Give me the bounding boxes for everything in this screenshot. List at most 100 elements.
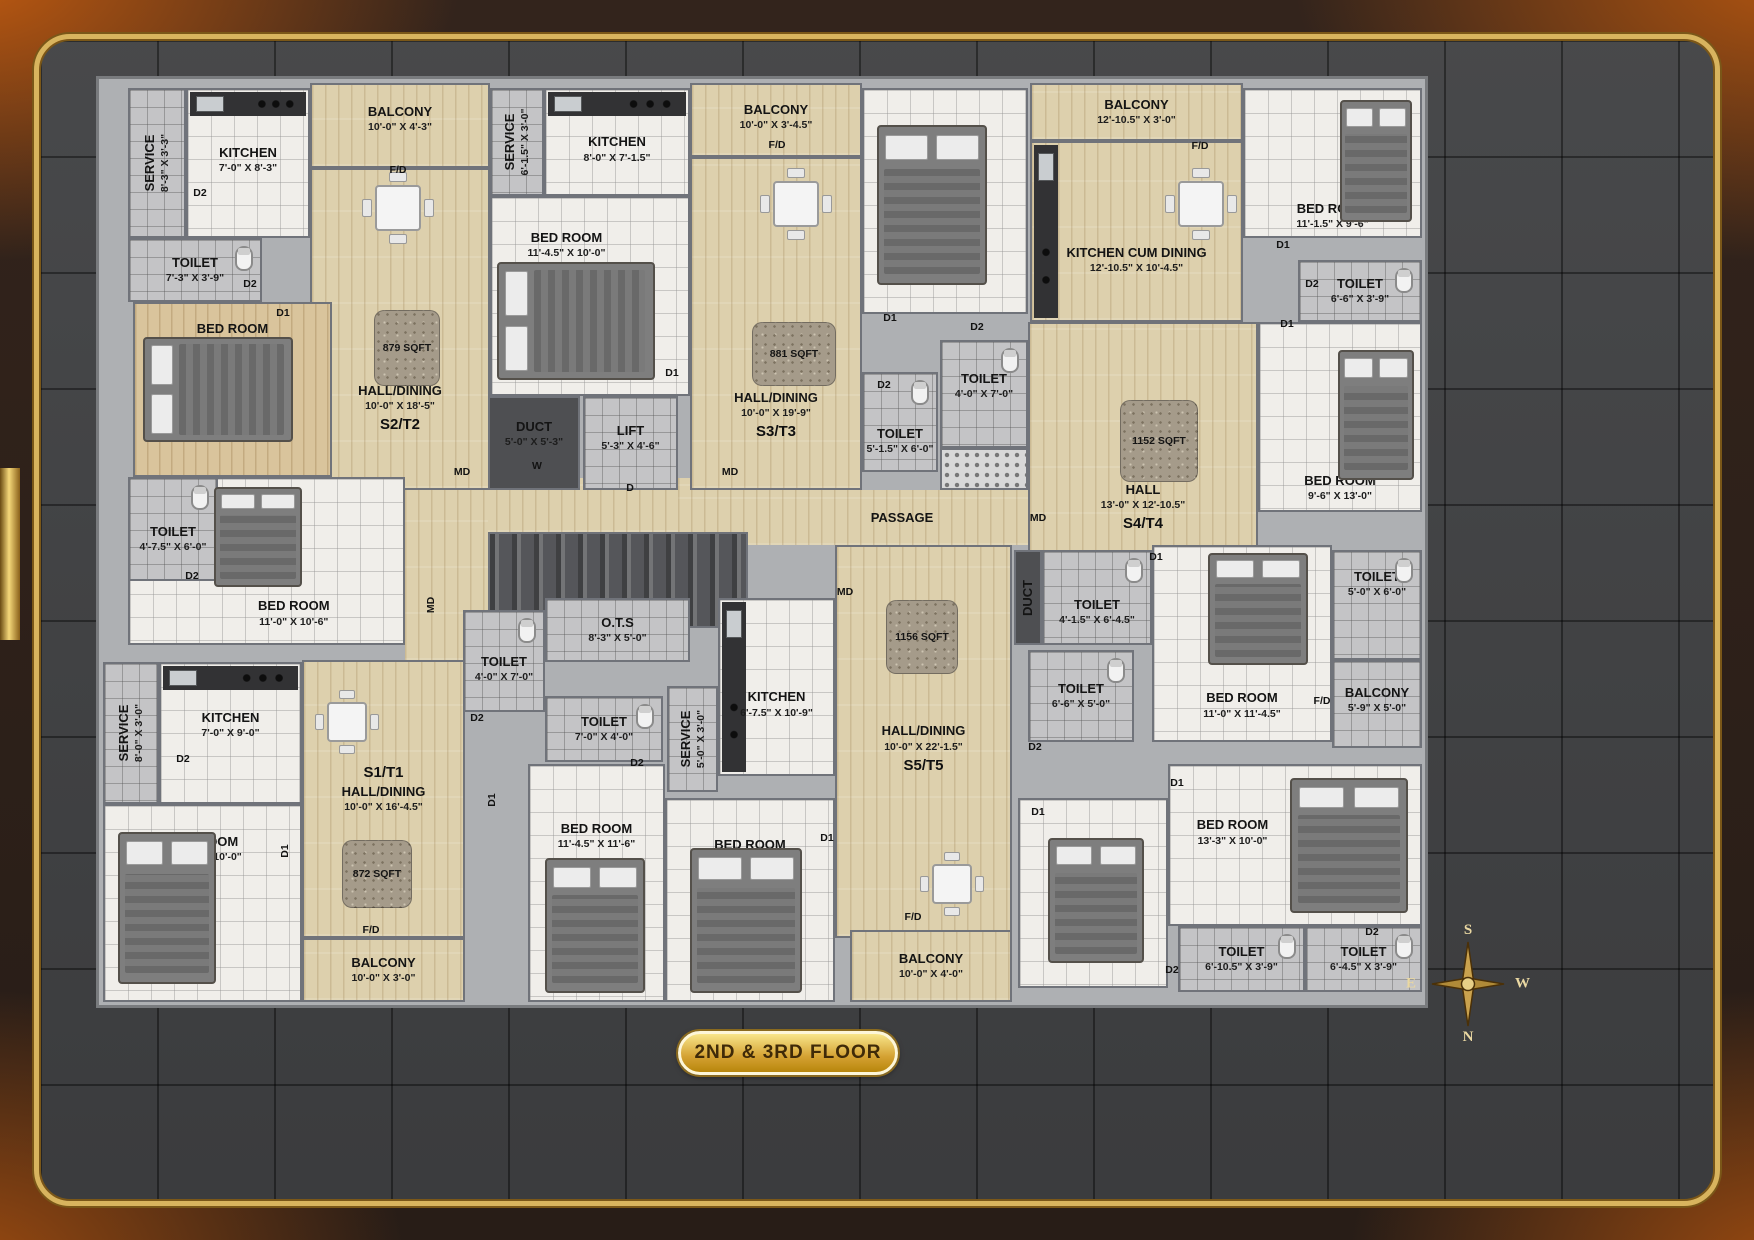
table-top (374, 184, 422, 232)
pillow (221, 493, 255, 510)
chair (1191, 229, 1211, 240)
compass-letter-bottom: N (1462, 1029, 1474, 1045)
pillow (170, 841, 209, 866)
room-dims-text: 10'-0" X 3'-4.5" (739, 118, 813, 131)
table-icon (760, 168, 832, 240)
blanket (124, 873, 210, 974)
door-label: D2 (630, 757, 644, 769)
kitchen-counter-icon (163, 666, 298, 690)
room-dims-text: 13'-3" X 10'-0" (1197, 834, 1268, 847)
kitchen-counter-icon (1034, 145, 1058, 318)
room-label: BALCONY 10'-0" X 3'-0" (351, 955, 415, 985)
bed-icon (545, 858, 645, 993)
blanket (1343, 386, 1409, 471)
room-name-text: HALL/DINING (734, 389, 818, 405)
chair (338, 745, 356, 754)
door-label: F/D (362, 924, 380, 936)
pillow (885, 134, 928, 160)
room-name-text: BALCONY (743, 101, 809, 117)
room-name-text: SERVICE (141, 134, 157, 192)
table-icon (1165, 168, 1237, 240)
room-name-text: BALCONY (351, 954, 416, 970)
toilet-icon (1125, 558, 1143, 583)
room-name-text: TOILET (172, 254, 218, 270)
chair (821, 194, 832, 214)
floor-title: 2ND & 3RD FLOOR (694, 1042, 882, 1063)
room-dims-text: 6'-1.5" X 3'-0" (519, 108, 532, 176)
room-name-text: TOILET (1340, 943, 1387, 959)
door-label: W (532, 460, 542, 472)
door-label: D2 (193, 187, 207, 199)
sqft-tag: 881 SQFT (752, 322, 836, 386)
compass-letter-right: W (1515, 975, 1530, 992)
room-corridor-southwest (405, 478, 488, 660)
blanket (697, 888, 795, 983)
pillow (505, 270, 529, 317)
pillow (1298, 786, 1345, 808)
bed-icon (118, 832, 216, 984)
door-label: D2 (1165, 964, 1179, 976)
kitchen-counter-icon (190, 92, 306, 116)
pillow (750, 857, 794, 880)
door-label: MD (425, 596, 437, 614)
room-name-text: TOILET (150, 523, 196, 539)
room-dims-text: 4'-1.5" X 6'-4.5" (1059, 614, 1135, 627)
door-label: D1 (665, 367, 679, 379)
pillow (698, 857, 742, 880)
door-label: D1 (820, 832, 834, 844)
door-label: D2 (176, 753, 190, 765)
chair (362, 198, 373, 218)
room-name-text: BED ROOM (1206, 690, 1278, 706)
room-label: DUCT (1020, 579, 1036, 615)
room-name-text: O.T.S (601, 614, 634, 630)
chair (423, 198, 434, 218)
room-dims-text: 5'-0" X 3'-0" (694, 709, 707, 769)
room-duct-s4: DUCT (1014, 550, 1042, 645)
room-mosaic-s3 (940, 448, 1028, 490)
room-name-text: TOILET (581, 713, 627, 729)
room-dims-text: 10'-0" X 4'-3" (368, 121, 432, 134)
door-label: D1 (1170, 777, 1184, 789)
room-dims-text: 10'-0" X 3'-0" (351, 972, 416, 985)
door-label: D2 (1028, 741, 1042, 753)
blanket (534, 269, 646, 373)
door-label: MD (836, 586, 854, 598)
kitchen-counter-icon (548, 92, 686, 116)
room-name-text: HALL/DINING (341, 783, 426, 799)
room-dims-text: 10'-0" X 16'-4.5" (344, 800, 423, 813)
door-label: D2 (1305, 278, 1319, 290)
blanket (1297, 815, 1401, 904)
door-label: F/D (768, 139, 786, 151)
chair (388, 233, 408, 244)
chair (338, 690, 356, 699)
pillow (150, 393, 173, 434)
room-dims-text: 11'-0" X 10'-6" (259, 615, 329, 628)
chair (370, 713, 379, 731)
chair (975, 875, 984, 893)
room-dims-text: 11'-0" X 11'-4.5" (1203, 707, 1281, 720)
bed-icon (1290, 778, 1408, 913)
room-unit-text: S5/T5 (903, 756, 944, 774)
pillow (936, 134, 979, 160)
door-label: D2 (970, 321, 984, 333)
door-label: MD (1029, 512, 1047, 524)
